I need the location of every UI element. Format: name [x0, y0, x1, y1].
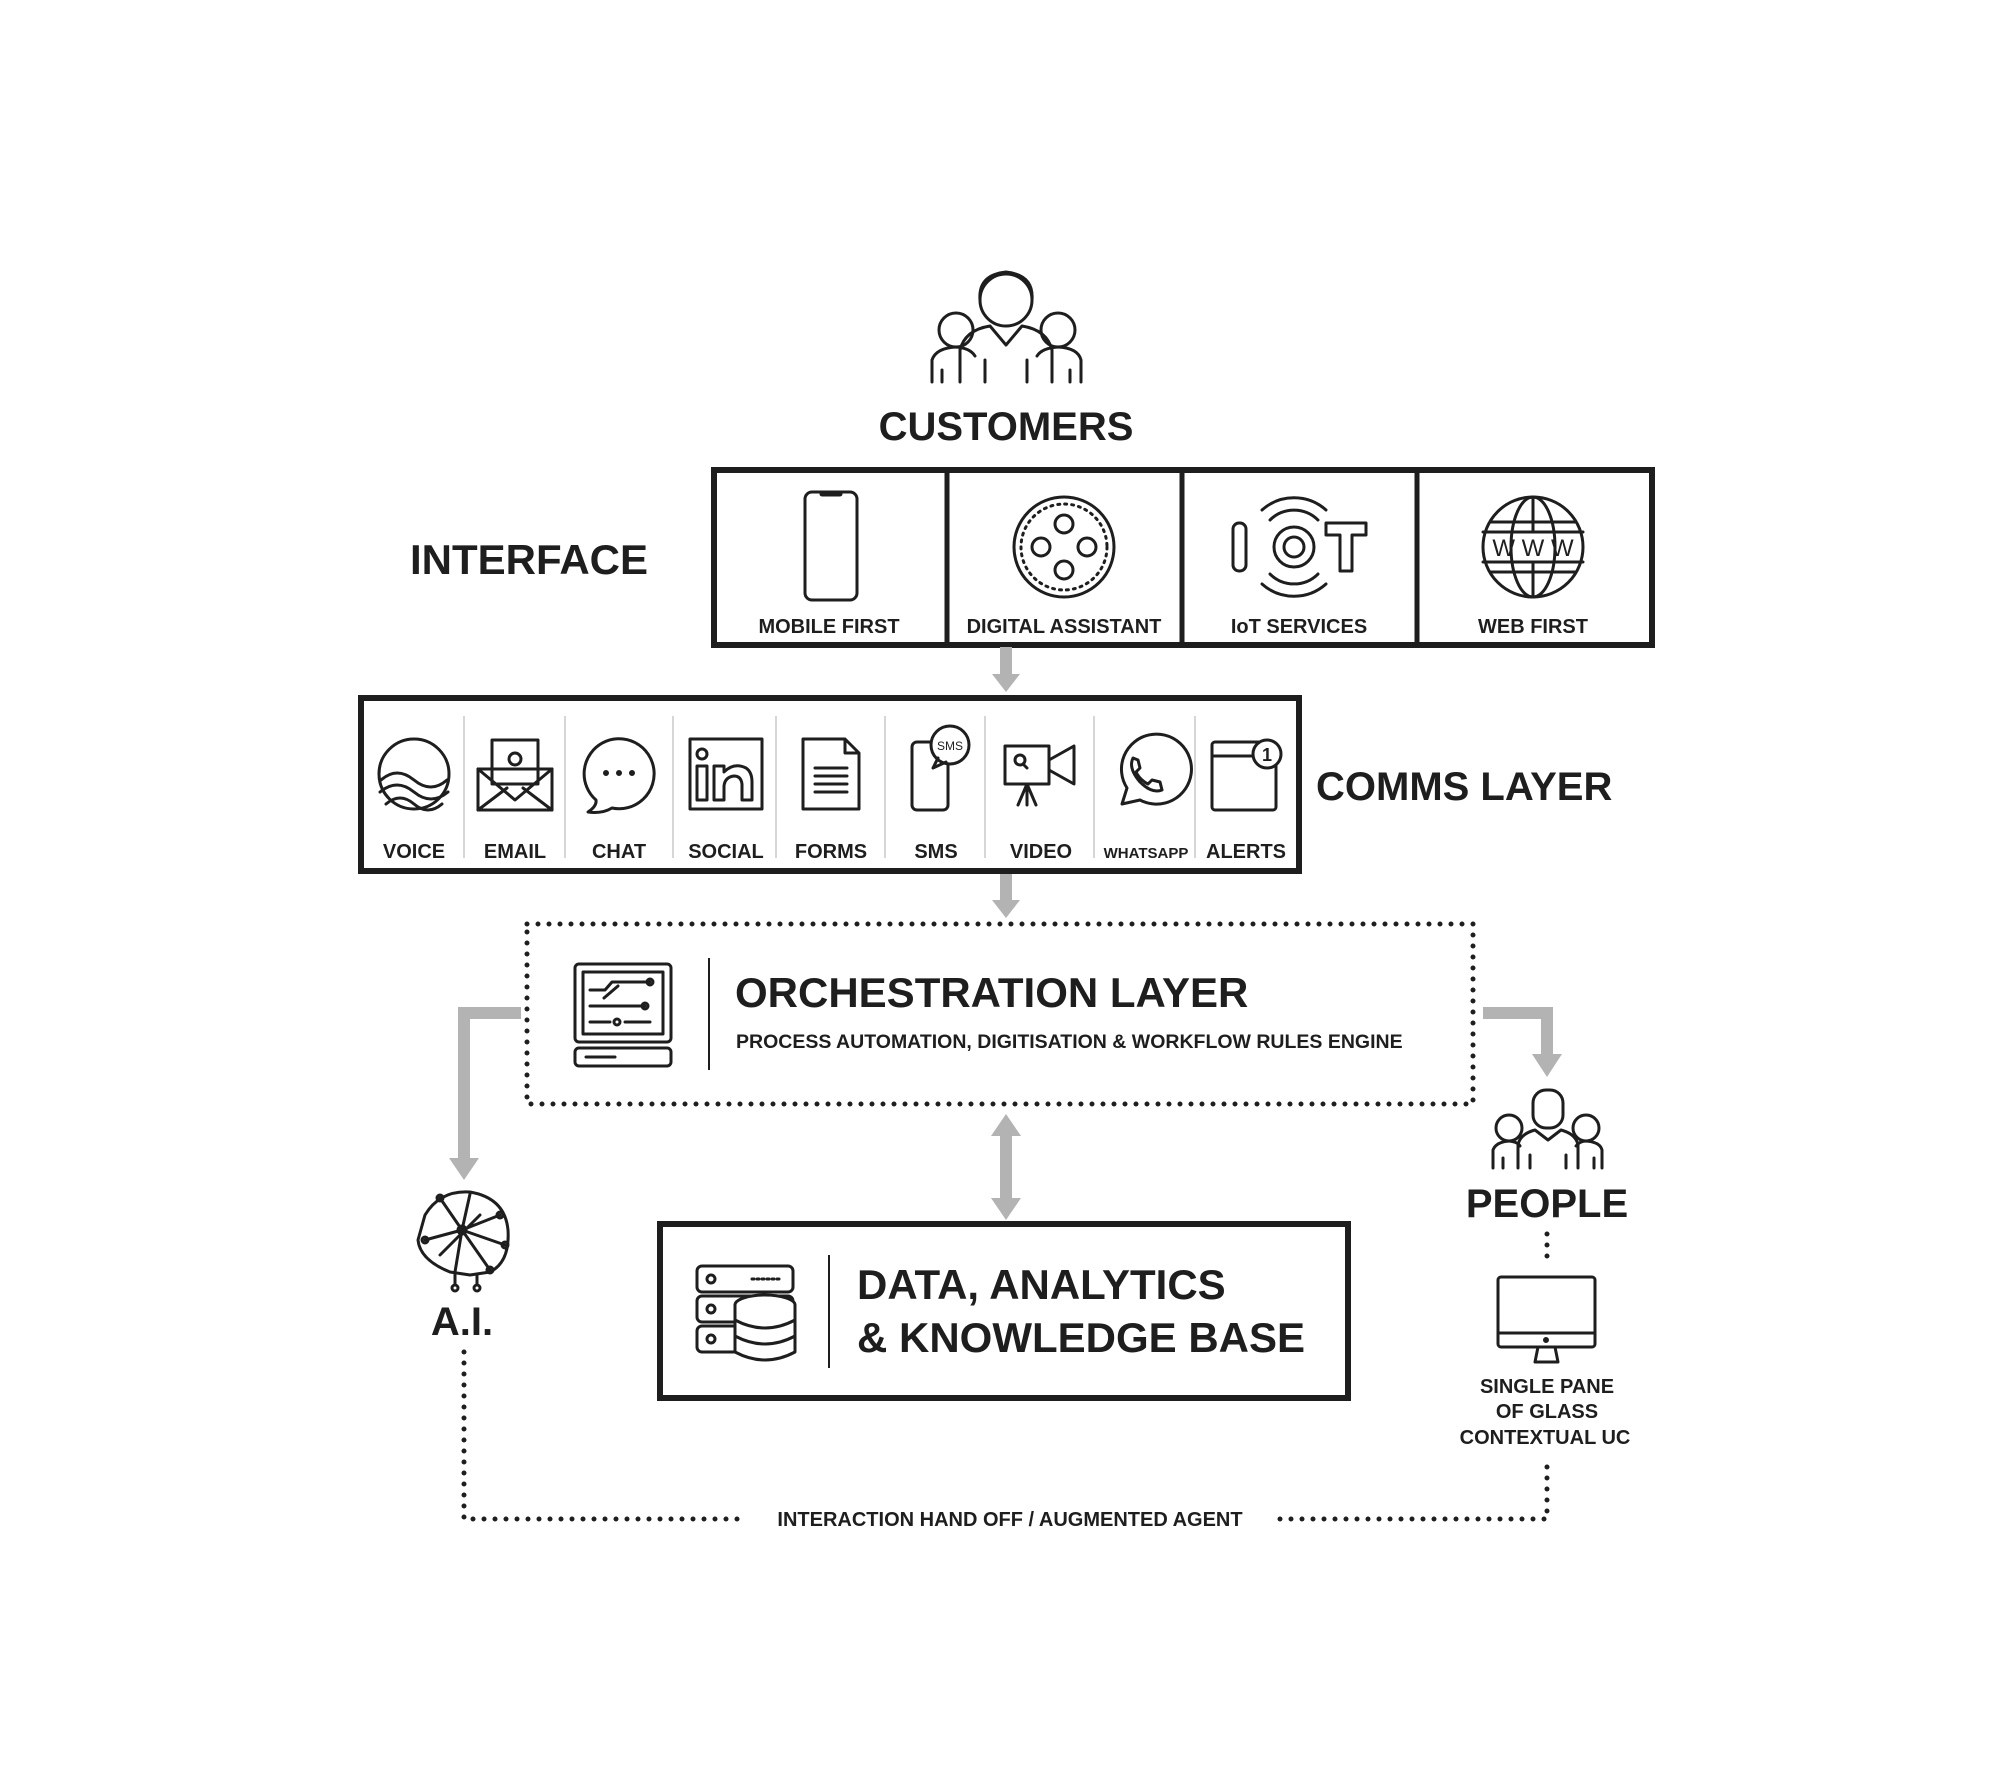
data-knowledge-box [657, 1221, 1351, 1401]
interface-item-label: WEB FIRST [1478, 616, 1588, 638]
alerts-badge: 1 [1262, 745, 1272, 765]
arrow-orchestration-data-bidirectional [991, 1114, 1021, 1220]
comms-item-label: VIDEO [1010, 841, 1072, 863]
comms-item-label: VOICE [383, 841, 445, 863]
interface-item-mobile-first: MOBILE FIRST [758, 490, 900, 638]
www-glyph: W W W [1492, 535, 1574, 562]
comms-box [358, 695, 1302, 874]
globe-www-icon [1481, 495, 1585, 599]
comms-item-label: ALERTS [1206, 841, 1286, 863]
comms-item-label: WHATSAPP [1104, 845, 1189, 862]
handoff-dotted-path [461, 1349, 1550, 1522]
interface-item-web-first: W W W WEB FIRST [1478, 495, 1588, 638]
interface-item-iot-services: IoT SERVICES [1231, 496, 1368, 638]
sms-badge: SMS [937, 739, 963, 753]
comms-item-label: SOCIAL [688, 841, 764, 863]
comms-item-label: CHAT [592, 841, 646, 863]
orchestration-subtitle: PROCESS AUTOMATION, DIGITISATION & WORKF… [736, 1031, 1403, 1053]
comms-item-forms: FORMS [795, 737, 867, 863]
interface-box [711, 467, 1655, 648]
database-server-icon [695, 1264, 797, 1362]
smart-speaker-icon [1012, 495, 1116, 599]
comms-item-video: VIDEO [1003, 744, 1076, 863]
orchestration-box [524, 921, 1476, 1107]
smartphone-icon [803, 490, 859, 602]
interface-item-label: DIGITAL ASSISTANT [967, 616, 1162, 638]
data-title-line2: & KNOWLEDGE BASE [857, 1314, 1305, 1361]
comms-item-alerts: 1 ALERTS [1206, 738, 1286, 863]
comms-item-whatsapp: WHATSAPP [1104, 732, 1193, 862]
ai-label: A.I. [431, 1300, 493, 1344]
arrow-comms-to-orchestration [992, 874, 1020, 918]
data-title-line1: DATA, ANALYTICS [857, 1261, 1226, 1308]
comms-layer-label: COMMS LAYER [1316, 765, 1612, 809]
comms-item-social: SOCIAL [688, 737, 764, 863]
comms-item-label: EMAIL [484, 841, 546, 863]
chat-bubble-icon [582, 737, 656, 814]
people-group-icon [1491, 1088, 1604, 1170]
comms-item-label: SMS [914, 841, 957, 863]
interface-item-label: IoT SERVICES [1231, 616, 1367, 638]
sms-phone-icon [910, 724, 971, 812]
arrow-orchestration-to-people [1483, 1007, 1562, 1077]
desktop-monitor-icon [1496, 1275, 1597, 1364]
interface-item-label: MOBILE FIRST [758, 616, 899, 638]
comms-item-chat: CHAT [582, 737, 656, 863]
envelope-at-icon [476, 738, 554, 812]
video-camera-icon [1003, 744, 1076, 807]
people-label: PEOPLE [1466, 1182, 1628, 1226]
arrow-interface-to-comms [992, 647, 1020, 692]
customers-group-icon [930, 270, 1083, 384]
orchestration-title: ORCHESTRATION LAYER [735, 969, 1248, 1016]
arrow-orchestration-to-ai [449, 1007, 521, 1180]
whatsapp-icon [1119, 732, 1193, 806]
interface-label: INTERFACE [410, 536, 648, 583]
circuit-computer-icon [573, 962, 673, 1068]
interface-item-digital-assistant: DIGITAL ASSISTANT [967, 495, 1162, 638]
pane-line-3: CONTEXTUAL UC [1460, 1427, 1631, 1449]
pane-line-1: SINGLE PANE [1480, 1376, 1614, 1398]
linkedin-icon [688, 737, 764, 811]
comms-item-voice: VOICE [377, 737, 451, 863]
neural-brain-icon [416, 1190, 510, 1293]
handoff-label: INTERACTION HAND OFF / AUGMENTED AGENT [777, 1509, 1242, 1531]
comms-item-label: FORMS [795, 841, 867, 863]
comms-item-email: EMAIL [476, 738, 554, 863]
customers-label: CUSTOMERS [879, 405, 1134, 449]
comms-item-sms: SMS SMS [910, 724, 971, 863]
pane-line-2: OF GLASS [1496, 1401, 1598, 1423]
voice-wave-icon [377, 737, 451, 812]
iot-icon [1231, 496, 1368, 598]
form-document-icon [801, 737, 861, 811]
alert-window-icon [1210, 738, 1283, 812]
